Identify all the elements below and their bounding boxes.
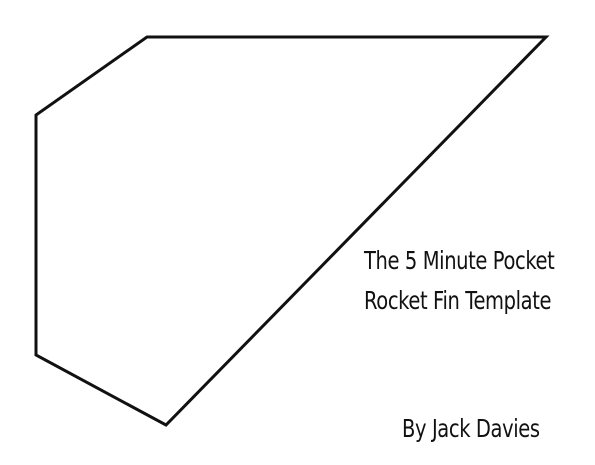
- title-line-1: The 5 Minute Pocket: [364, 246, 555, 275]
- fin-outline: [34, 35, 550, 427]
- title-line-2: Rocket Fin Template: [364, 286, 552, 315]
- author-credit: By Jack Davies: [402, 414, 540, 443]
